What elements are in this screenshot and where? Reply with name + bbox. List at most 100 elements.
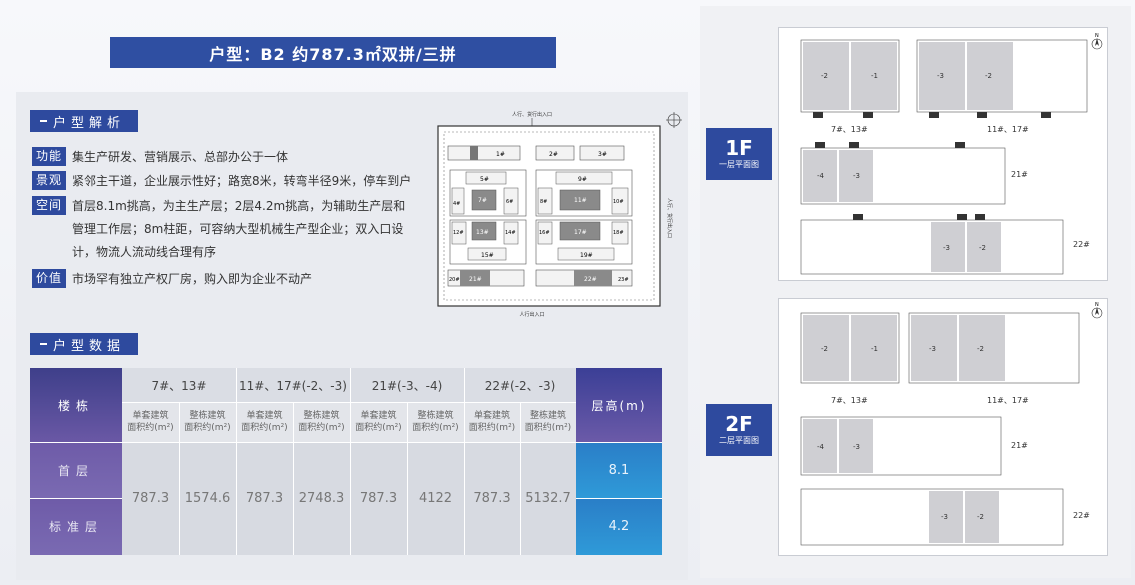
analysis-line: 首层8.1m挑高，为主生产层；2层4.2m挑高，为辅助生产层和	[72, 199, 406, 213]
analysis-text: 集生产研发、营销展示、总部办公于一体	[72, 150, 289, 164]
building-1	[447, 145, 521, 161]
height-ground: 8.1	[576, 442, 662, 498]
value-cell: 2748.3	[293, 442, 350, 555]
plan-label: 11#、17#	[987, 125, 1029, 134]
heading-dash-icon	[40, 343, 47, 345]
sub-header-line: 整栋建筑	[417, 411, 454, 421]
sub-header-line: 单套建筑	[246, 411, 283, 421]
analysis-tag: 空间	[32, 196, 67, 215]
floor-plan-1f: N -2 -1 -3 -2 -4 -3	[778, 27, 1108, 281]
building-7	[471, 189, 497, 211]
sub-header-line: 整栋建筑	[189, 411, 226, 421]
analysis-heading: 户型解析	[30, 110, 138, 132]
value-cell: 5132.7	[520, 442, 576, 555]
value-cell: 4122	[407, 442, 464, 555]
analysis-tag: 价值	[32, 269, 67, 288]
unit-mark: -2	[821, 345, 828, 353]
unit-mark: -3	[853, 443, 860, 451]
building-label: 2#	[549, 151, 558, 158]
building-3	[579, 145, 625, 161]
analysis-tag: 功能	[32, 147, 67, 166]
plan-label: 7#、13#	[831, 125, 868, 134]
sub-header-line: 单套建筑	[132, 411, 169, 421]
analysis-text-block: 首层8.1m挑高，为主生产层；2层4.2m挑高，为辅助生产层和 管理工作层；8m…	[72, 195, 405, 263]
compass-icon	[666, 112, 682, 128]
data-heading: 户型数据	[30, 333, 138, 355]
floor-label-ground: 首层	[30, 442, 122, 498]
sub-header-whole: 整栋建筑面积约(m²)	[520, 402, 576, 442]
building-1-unit	[470, 146, 478, 160]
building-label: 11#	[574, 197, 587, 204]
analysis-row-space: 空间 首层8.1m挑高，为主生产层；2层4.2m挑高，为辅助生产层和 管理工作层…	[32, 195, 405, 263]
analysis-heading-text: 户型解析	[53, 115, 126, 131]
table-divider	[30, 442, 662, 443]
value-cell: 787.3	[122, 442, 179, 555]
table-divider	[122, 402, 576, 403]
sub-header-line: 面积约(m²)	[298, 423, 345, 433]
height-header: 层高(m)	[576, 368, 662, 442]
group-header: 22#(-2、-3)	[464, 368, 576, 402]
unit-mark: -4	[817, 172, 825, 180]
building-label: 12#	[453, 230, 464, 236]
sub-header-line: 单套建筑	[473, 411, 510, 421]
sub-header-line: 面积约(m²)	[127, 423, 174, 433]
building-label: 13#	[476, 229, 489, 236]
unit-mark: -2	[985, 72, 992, 80]
sub-header-line: 面积约(m²)	[468, 423, 516, 433]
sub-header-line: 面积约(m²)	[184, 423, 231, 433]
analysis-row-landscape: 景观 紧邻主干道，企业展示性好；路宽8米，转弯半径9米，停车到户	[32, 170, 411, 192]
building-label: 19#	[580, 252, 593, 259]
building-label: 16#	[539, 230, 550, 236]
sub-header-line: 面积约(m²)	[412, 423, 459, 433]
sub-header-unit: 单套建筑面积约(m²)	[236, 402, 293, 442]
unit-mark: -1	[871, 72, 878, 80]
unit-mark: -3	[943, 244, 950, 252]
plan-label: 11#、17#	[987, 396, 1029, 405]
table-divider	[30, 498, 122, 499]
building-9	[555, 171, 613, 185]
analysis-row-value: 价值 市场罕有独立产权厂房，购入即为企业不动产	[32, 268, 312, 290]
building-label: 22#	[584, 276, 597, 283]
sub-header-line: 单套建筑	[360, 411, 397, 421]
sub-header-unit: 单套建筑面积约(m²)	[464, 402, 520, 442]
table-divider	[179, 402, 180, 555]
building-label: 18#	[613, 230, 624, 236]
height-standard: 4.2	[576, 498, 662, 555]
building-label: 9#	[578, 176, 587, 183]
table-divider	[520, 402, 521, 555]
heading-dash-icon	[40, 120, 47, 122]
row-header: 楼栋	[30, 368, 122, 442]
site-road	[443, 131, 655, 301]
floor-label-standard: 标准层	[30, 498, 122, 555]
analysis-row-function: 功能 集生产研发、营销展示、总部办公于一体	[32, 146, 288, 168]
building-14	[503, 221, 519, 245]
value-cell: 787.3	[350, 442, 407, 555]
unit-mark: -3	[853, 172, 860, 180]
building-12	[451, 221, 467, 245]
page-title: 户型：B2 约787.3㎡双拼/三拼	[110, 37, 556, 68]
floor-tag-number: 2F	[725, 412, 753, 436]
table-divider	[407, 402, 408, 555]
building-11	[559, 189, 601, 211]
plan-label: 22#	[1073, 240, 1090, 249]
data-heading-text: 户型数据	[53, 338, 126, 354]
compass-icon: N	[1091, 33, 1103, 50]
building-label: 20#	[449, 277, 460, 283]
floor-plan-2f: N -2 -1 -3 -2 -4 -3 -3 -2 7#、13# 11#、17#…	[778, 298, 1108, 556]
analysis-tag: 景观	[32, 171, 67, 190]
unit-mark: -3	[941, 513, 948, 521]
table-divider	[350, 368, 351, 555]
block-c	[449, 219, 527, 265]
building-19	[557, 247, 615, 261]
analysis-line: 计，物流人流动线合理有序	[72, 245, 217, 259]
sub-header-line: 整栋建筑	[529, 411, 566, 421]
svg-text:N: N	[1095, 33, 1099, 39]
analysis-text: 紧邻主干道，企业展示性好；路宽8米，转弯半径9米，停车到户	[72, 174, 412, 188]
plan-label: 21#	[1011, 441, 1028, 450]
building-label: 23#	[618, 277, 629, 283]
sub-header-whole: 整栋建筑面积约(m²)	[293, 402, 350, 442]
floor-tag-number: 1F	[725, 136, 753, 160]
building-10	[611, 187, 629, 215]
building-label: 8#	[540, 199, 547, 205]
table-divider	[236, 368, 237, 555]
